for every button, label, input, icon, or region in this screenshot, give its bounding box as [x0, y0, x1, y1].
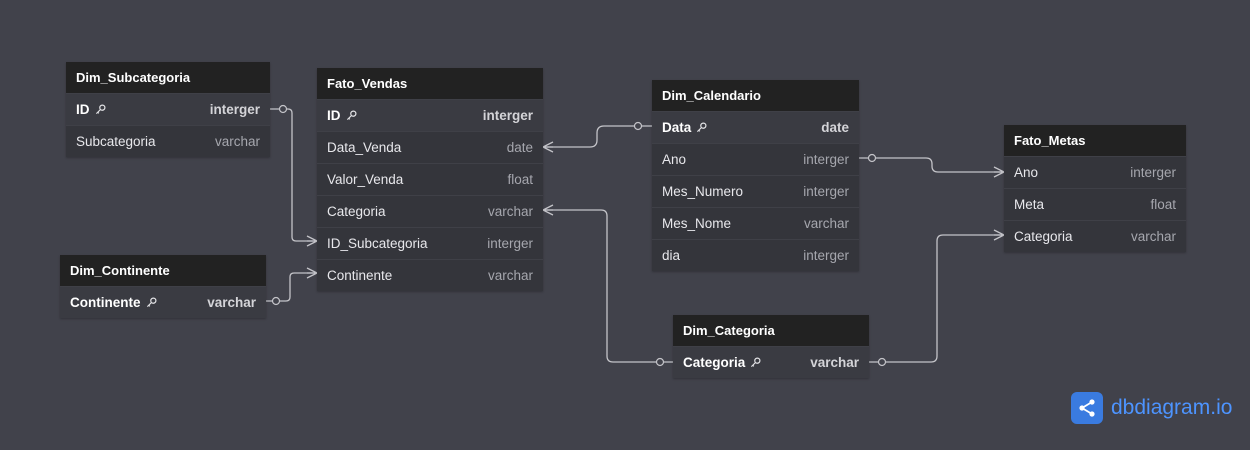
one-end-marker: [655, 357, 665, 367]
many-end-marker: [542, 141, 554, 153]
many-end-marker: [993, 229, 1005, 241]
many-end-marker: [306, 267, 318, 279]
table-dim-calendario[interactable]: Dim_Calendario Data date Ano interger Me…: [652, 80, 859, 271]
connector-calendario: [543, 125, 652, 148]
field-name: ID: [76, 102, 90, 117]
field-type: varchar: [1130, 229, 1176, 244]
field-type: interger: [487, 236, 533, 251]
table-fato-vendas[interactable]: Fato_Vendas ID interger Data_Venda date …: [317, 68, 543, 291]
field-type: interger: [1130, 165, 1176, 180]
one-end-marker: [867, 153, 877, 163]
field-row[interactable]: Meta float: [1004, 188, 1186, 220]
field-name: Categoria: [683, 355, 746, 370]
field-row[interactable]: Continente varchar: [317, 259, 543, 291]
connector-continente: [266, 272, 317, 302]
field-row[interactable]: Categoria varchar: [317, 195, 543, 227]
key-icon: [696, 122, 707, 133]
key-icon: [750, 357, 761, 368]
field-type: varchar: [810, 355, 859, 370]
field-row[interactable]: dia interger: [652, 239, 859, 271]
many-end-marker: [542, 204, 554, 216]
field-type: varchar: [487, 204, 533, 219]
field-row[interactable]: ID interger: [317, 99, 543, 131]
field-type: varchar: [207, 295, 256, 310]
dbdiagram-logo[interactable]: dbdiagram.io: [1071, 392, 1232, 424]
field-type: date: [506, 140, 533, 155]
many-end-marker: [993, 166, 1005, 178]
field-row[interactable]: Valor_Venda float: [317, 163, 543, 195]
field-row[interactable]: Mes_Numero interger: [652, 175, 859, 207]
field-type: varchar: [487, 268, 533, 283]
field-name: Mes_Numero: [662, 184, 744, 199]
one-end-marker: [877, 357, 887, 367]
table-dim-subcategoria[interactable]: Dim_Subcategoria ID interger Subcategori…: [66, 62, 270, 157]
table-dim-continente[interactable]: Dim_Continente Continente varchar: [60, 255, 266, 318]
field-type: varchar: [214, 134, 260, 149]
field-name: Data_Venda: [327, 140, 402, 155]
table-dim-categoria[interactable]: Dim_Categoria Categoria varchar: [673, 315, 869, 378]
field-type: date: [821, 120, 849, 135]
table-header[interactable]: Dim_Calendario: [652, 80, 859, 111]
many-end-marker: [306, 235, 318, 247]
field-row[interactable]: ID_Subcategoria interger: [317, 227, 543, 259]
table-header[interactable]: Dim_Continente: [60, 255, 266, 286]
field-name: Categoria: [327, 204, 386, 219]
key-icon: [146, 297, 157, 308]
field-type: float: [507, 172, 533, 187]
field-row[interactable]: Ano interger: [652, 143, 859, 175]
connector-subcategoria: [270, 108, 317, 242]
one-end-marker: [278, 104, 288, 114]
key-icon: [95, 104, 106, 115]
field-name: Ano: [662, 152, 687, 167]
one-end-marker: [271, 296, 281, 306]
field-row[interactable]: Categoria varchar: [1004, 220, 1186, 252]
table-header[interactable]: Fato_Metas: [1004, 125, 1186, 156]
field-type: interger: [803, 152, 849, 167]
field-type: varchar: [803, 216, 849, 231]
table-header[interactable]: Fato_Vendas: [317, 68, 543, 99]
one-end-marker: [633, 121, 643, 131]
table-header[interactable]: Dim_Categoria: [673, 315, 869, 346]
field-type: float: [1150, 197, 1176, 212]
field-name: Mes_Nome: [662, 216, 732, 231]
table-fato-metas[interactable]: Fato_Metas Ano interger Meta float Categ…: [1004, 125, 1186, 252]
field-name: Continente: [327, 268, 393, 283]
field-row[interactable]: Mes_Nome varchar: [652, 207, 859, 239]
logo-text: dbdiagram.io: [1111, 396, 1233, 419]
field-name: ID: [327, 108, 341, 123]
field-name: Categoria: [1014, 229, 1073, 244]
field-name: Valor_Venda: [327, 172, 404, 187]
field-row[interactable]: Subcategoria varchar: [66, 125, 270, 157]
key-icon: [346, 110, 357, 121]
field-name: Subcategoria: [76, 134, 156, 149]
table-header[interactable]: Dim_Subcategoria: [66, 62, 270, 93]
field-row[interactable]: ID interger: [66, 93, 270, 125]
field-row[interactable]: Categoria varchar: [673, 346, 869, 378]
connector-calendario-metas: [859, 157, 1004, 173]
field-name: ID_Subcategoria: [327, 236, 428, 251]
share-icon: [1071, 392, 1103, 424]
field-row[interactable]: Continente varchar: [60, 286, 266, 318]
field-row[interactable]: Ano interger: [1004, 156, 1186, 188]
field-row[interactable]: Data_Venda date: [317, 131, 543, 163]
field-row[interactable]: Data date: [652, 111, 859, 143]
field-type: interger: [803, 184, 849, 199]
connector-categoria-metas: [869, 234, 1004, 363]
field-type: interger: [803, 248, 849, 263]
field-name: Data: [662, 120, 692, 135]
field-name: Meta: [1014, 197, 1045, 212]
field-name: Ano: [1014, 165, 1039, 180]
field-type: interger: [482, 108, 533, 123]
field-name: Continente: [70, 295, 141, 310]
field-type: interger: [209, 102, 260, 117]
field-name: dia: [662, 248, 681, 263]
